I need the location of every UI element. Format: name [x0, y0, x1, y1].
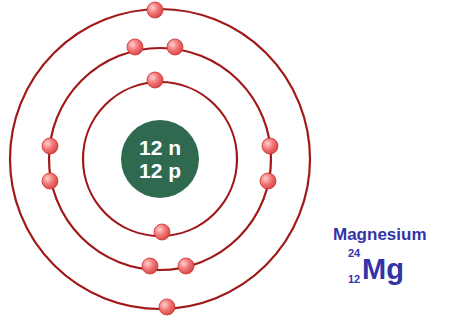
atomic-number: 12 [348, 274, 360, 285]
electron [147, 2, 163, 18]
electron [167, 39, 183, 55]
particle-count: 12 p [139, 159, 181, 182]
outer-shell [10, 9, 310, 309]
electron [42, 138, 58, 154]
electron [147, 72, 163, 88]
electron [260, 173, 276, 189]
electron [42, 173, 58, 189]
electron [154, 224, 170, 240]
nucleus: 12 n12 p [121, 120, 199, 198]
element-name: Magnesium [333, 226, 427, 243]
electron [127, 39, 143, 55]
element-symbol: Mg [362, 255, 404, 284]
electron [262, 138, 278, 154]
middle-shell [49, 48, 271, 270]
electron [159, 299, 175, 315]
mass-number: 24 [348, 248, 360, 259]
inner-shell [83, 82, 237, 236]
electron [178, 258, 194, 274]
particle-count: 12 n [139, 136, 181, 159]
electron [142, 258, 158, 274]
